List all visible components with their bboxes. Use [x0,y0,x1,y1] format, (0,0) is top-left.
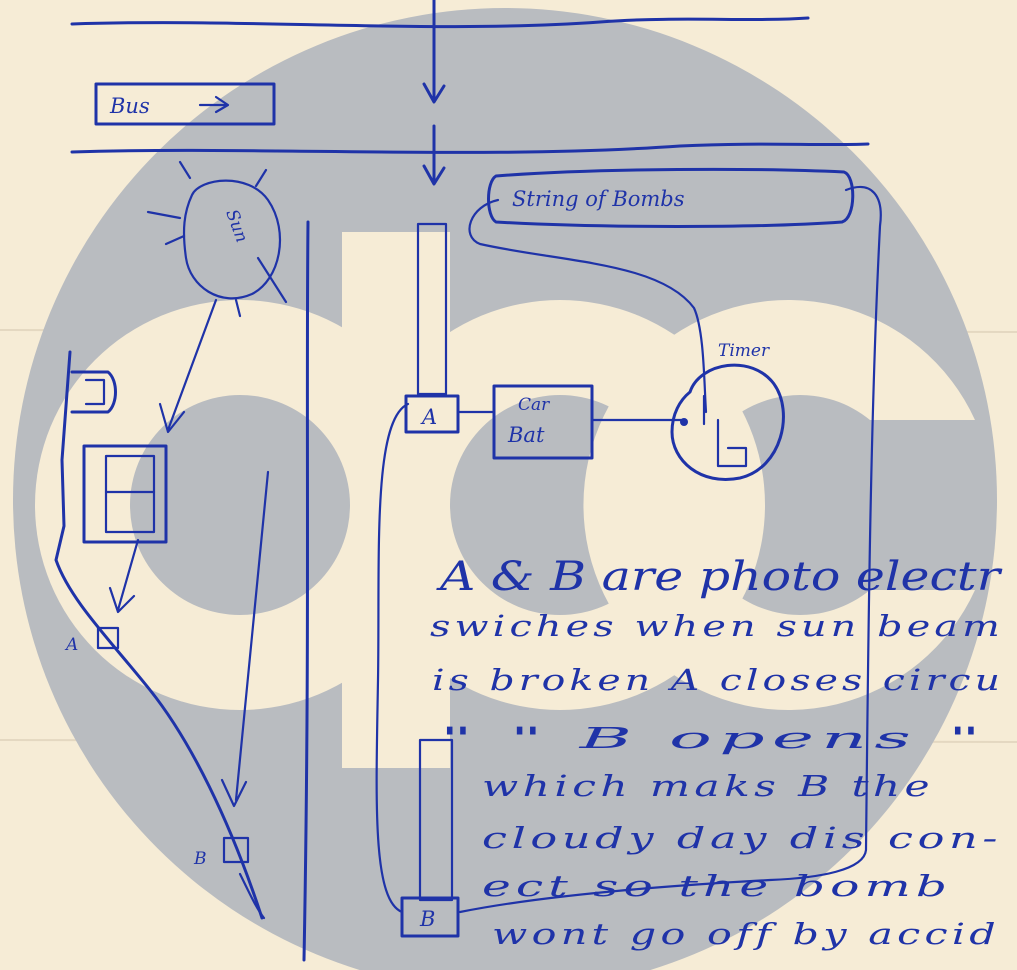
note-line: swiches when sun beam [430,609,1004,643]
car-battery-label-line2: Bat [507,423,545,447]
note-line: is broken A closes circu [432,663,1004,697]
car-battery-label-line1: Car [518,395,550,415]
note-line: A & B are photo electr [435,554,1003,600]
street-switch-a-label: A [64,635,78,655]
bus-label: Bus [109,94,150,118]
note-line: wont go off by accid [492,917,1000,951]
street-switch-b-label: B [193,849,207,869]
note-line: cloudy day dis con- [482,821,1002,855]
photo-switch-b-label: B [419,907,435,931]
string-of-bombs-label: String of Bombs [512,187,685,211]
note-line: " " B opens " [440,721,988,755]
handwritten-note: A & B are photo electr swiches when sun … [430,554,1004,951]
photo-switch-a-label: A [420,405,437,429]
timer-label: Timer [718,341,770,361]
note-line: which maks B the [482,769,934,803]
note-line: ect so the bomb [482,869,952,903]
